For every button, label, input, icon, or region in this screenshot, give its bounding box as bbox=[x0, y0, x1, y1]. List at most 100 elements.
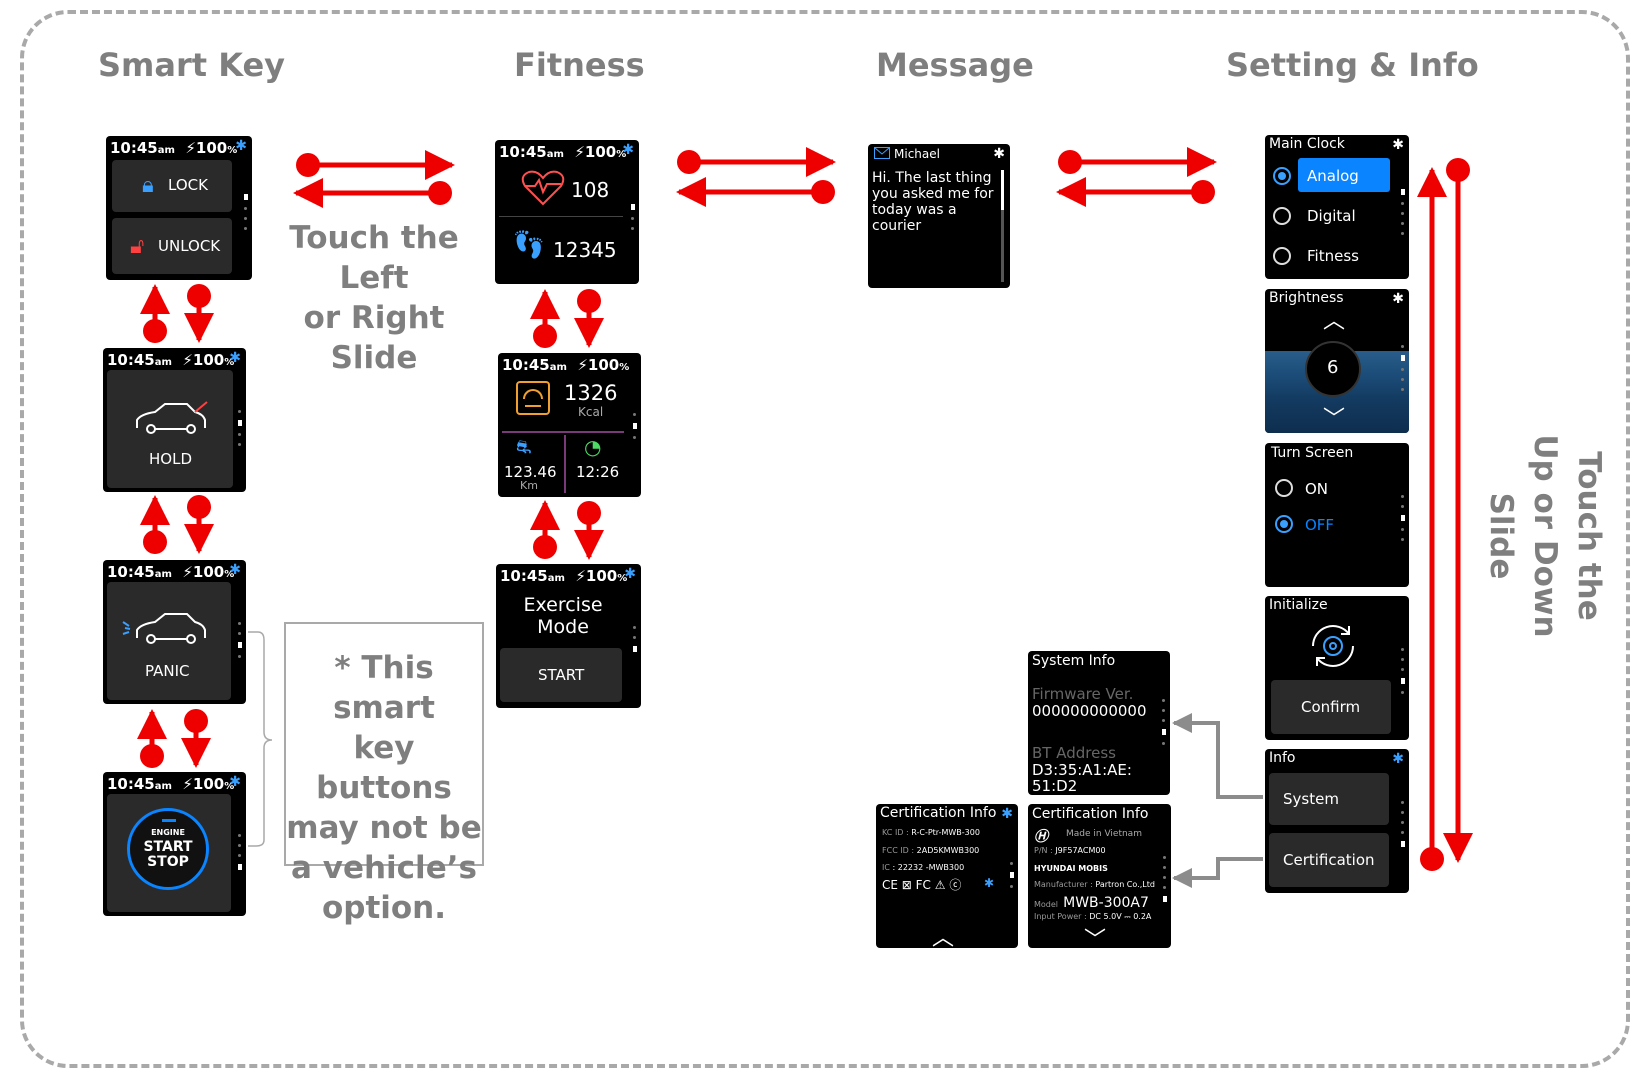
exercise-title-line: Mode bbox=[537, 616, 589, 638]
car-trunk-icon bbox=[136, 401, 208, 434]
bracket bbox=[248, 631, 273, 847]
chevron-up-icon[interactable]: ︿ bbox=[932, 926, 955, 948]
status-time: 10:45 bbox=[110, 139, 158, 157]
screen-initialize: Initialize Confirm bbox=[1265, 596, 1409, 740]
company-name: HYUNDAI MOBIS bbox=[1034, 864, 1108, 873]
footsteps-icon: 👣︎ bbox=[511, 228, 547, 261]
status-ampm: am bbox=[154, 569, 172, 580]
option-digital[interactable]: Digital bbox=[1307, 207, 1356, 225]
unlock-label: UNLOCK bbox=[158, 237, 221, 255]
battery-icon: ⚡ bbox=[182, 563, 193, 581]
page-indicator bbox=[1401, 345, 1405, 398]
option-off[interactable]: OFF bbox=[1305, 516, 1335, 534]
dashed-frame bbox=[20, 10, 1630, 1068]
chevron-up-icon[interactable]: ︿ bbox=[1323, 309, 1346, 334]
note-line: key buttons bbox=[316, 730, 452, 806]
lock-button[interactable]: 🔒︎ LOCK bbox=[112, 160, 232, 212]
arrow-lock-hold bbox=[140, 284, 214, 343]
status-battery: 100 bbox=[195, 139, 228, 157]
scrollbar[interactable] bbox=[1001, 170, 1004, 282]
pn-row: P/N : J9F57ACM00 bbox=[1034, 846, 1106, 855]
message-body: Hi. The last thing you asked me for toda… bbox=[872, 170, 994, 234]
battery-icon: ⚡ bbox=[577, 356, 588, 374]
smartkey-note-box: * This smart key buttons may not be a ve… bbox=[284, 622, 484, 926]
initialize-title: Initialize bbox=[1269, 597, 1328, 613]
status-bar: 10:45am ⚡100% bbox=[502, 356, 629, 374]
manufacturer-row: Manufacturer : Partron Co.,Ltd bbox=[1034, 880, 1155, 889]
status-pct: % bbox=[619, 362, 630, 373]
screen-message: Michael ✱ Hi. The last thing you asked m… bbox=[868, 144, 1010, 288]
bluetooth-icon: ✱ bbox=[1392, 751, 1404, 767]
status-pct: % bbox=[224, 357, 235, 368]
status-time: 10:45 bbox=[107, 563, 155, 581]
lock-icon: 🔒︎ bbox=[142, 173, 154, 198]
firmware-label: Firmware Ver. bbox=[1032, 685, 1134, 703]
car-panic-icon bbox=[122, 613, 206, 644]
system-button[interactable]: System bbox=[1269, 773, 1389, 825]
panic-label: PANIC bbox=[145, 662, 190, 680]
panic-button[interactable]: PANIC bbox=[107, 582, 231, 700]
page-indicator bbox=[1162, 699, 1166, 752]
battery-icon: ⚡ bbox=[185, 139, 196, 157]
chevron-down-icon[interactable]: ﹀ bbox=[1323, 407, 1346, 432]
radio-digital[interactable] bbox=[1273, 207, 1291, 225]
input-power-value: DC 5.0V ⎓ 0.2A bbox=[1089, 912, 1152, 921]
page-indicator bbox=[238, 834, 242, 877]
status-battery: 100 bbox=[192, 351, 225, 369]
hold-button[interactable]: HOLD bbox=[107, 370, 233, 488]
battery-icon: ⚡ bbox=[182, 351, 193, 369]
heading-setting-info: Setting & Info bbox=[1226, 46, 1479, 84]
start-button[interactable]: START bbox=[500, 648, 622, 702]
option-on[interactable]: ON bbox=[1305, 480, 1329, 498]
analog-highlight bbox=[1298, 158, 1390, 192]
ic-row: IC : 22232 -MWB300 bbox=[882, 863, 964, 872]
duration-value: 12:26 bbox=[576, 463, 620, 481]
input-power-label: Input Power : bbox=[1034, 912, 1087, 921]
screen-turn-screen: Turn Screen ON OFF bbox=[1265, 443, 1409, 587]
radio-on[interactable] bbox=[1275, 479, 1293, 497]
screen-fitness-main: 10:45am ⚡100% ✱ 108 👣︎ 12345 bbox=[495, 140, 639, 284]
reset-gear-icon bbox=[1312, 625, 1354, 667]
page-indicator bbox=[631, 204, 635, 237]
status-battery: 100 bbox=[587, 356, 620, 374]
chevron-down-icon[interactable]: ﹀ bbox=[1084, 928, 1107, 948]
divider bbox=[564, 435, 566, 493]
status-ampm: am bbox=[549, 362, 567, 373]
note-line: or Right Slide bbox=[303, 300, 445, 376]
bt-address-value-1: D3:35:A1:AE: bbox=[1032, 761, 1132, 779]
page-indicator bbox=[1401, 801, 1405, 854]
brightness-knob[interactable]: 6 bbox=[1305, 341, 1361, 397]
status-pct: % bbox=[617, 573, 628, 584]
arrow-smartkey-fitness bbox=[293, 150, 455, 208]
engine-button[interactable]: ENGINE START STOP bbox=[107, 794, 231, 912]
bluetooth-icon: ✱ bbox=[1392, 137, 1404, 153]
unlock-button[interactable]: 🔓︎ UNLOCK bbox=[112, 218, 232, 274]
status-battery: 100 bbox=[192, 563, 225, 581]
input-power-row: Input Power : DC 5.0V ⎓ 0.2A bbox=[1034, 912, 1151, 922]
kcal-value: 1326 bbox=[564, 381, 618, 405]
status-time: 10:45 bbox=[500, 567, 548, 585]
arrow-settings-up-down bbox=[1417, 158, 1473, 871]
confirm-button[interactable]: Confirm bbox=[1271, 680, 1391, 734]
model-value: MWB-300A7 bbox=[1063, 895, 1149, 911]
screen-engine: 10:45am ⚡100% ✱ ENGINE START STOP bbox=[103, 772, 246, 916]
certification-button[interactable]: Certification bbox=[1269, 833, 1389, 887]
message-line: you asked me for bbox=[872, 186, 994, 202]
arrow-panic-engine bbox=[137, 709, 211, 768]
engine-start-label: START bbox=[143, 839, 193, 855]
note-line: may not be bbox=[286, 810, 482, 846]
note-left-right-slide: Touch the Left or Right Slide bbox=[258, 218, 490, 378]
radio-analog[interactable] bbox=[1273, 167, 1291, 185]
heading-message: Message bbox=[876, 46, 1034, 84]
radio-fitness[interactable] bbox=[1273, 247, 1291, 265]
bluetooth-icon: ✱ bbox=[993, 146, 1005, 162]
radio-off[interactable] bbox=[1275, 515, 1293, 533]
status-battery: 100 bbox=[584, 143, 617, 161]
status-pct: % bbox=[224, 569, 235, 580]
heart-rate-value: 108 bbox=[571, 178, 610, 202]
screen-brightness: Brightness ✱ ︿ 6 ﹀ bbox=[1265, 289, 1409, 433]
option-fitness[interactable]: Fitness bbox=[1307, 247, 1359, 265]
page-indicator bbox=[1163, 856, 1167, 909]
screen-lock-unlock: 10:45am ⚡100% ✱ 🔒︎ LOCK 🔓︎ UNLOCK bbox=[106, 136, 252, 280]
option-analog[interactable]: Analog bbox=[1307, 167, 1359, 185]
